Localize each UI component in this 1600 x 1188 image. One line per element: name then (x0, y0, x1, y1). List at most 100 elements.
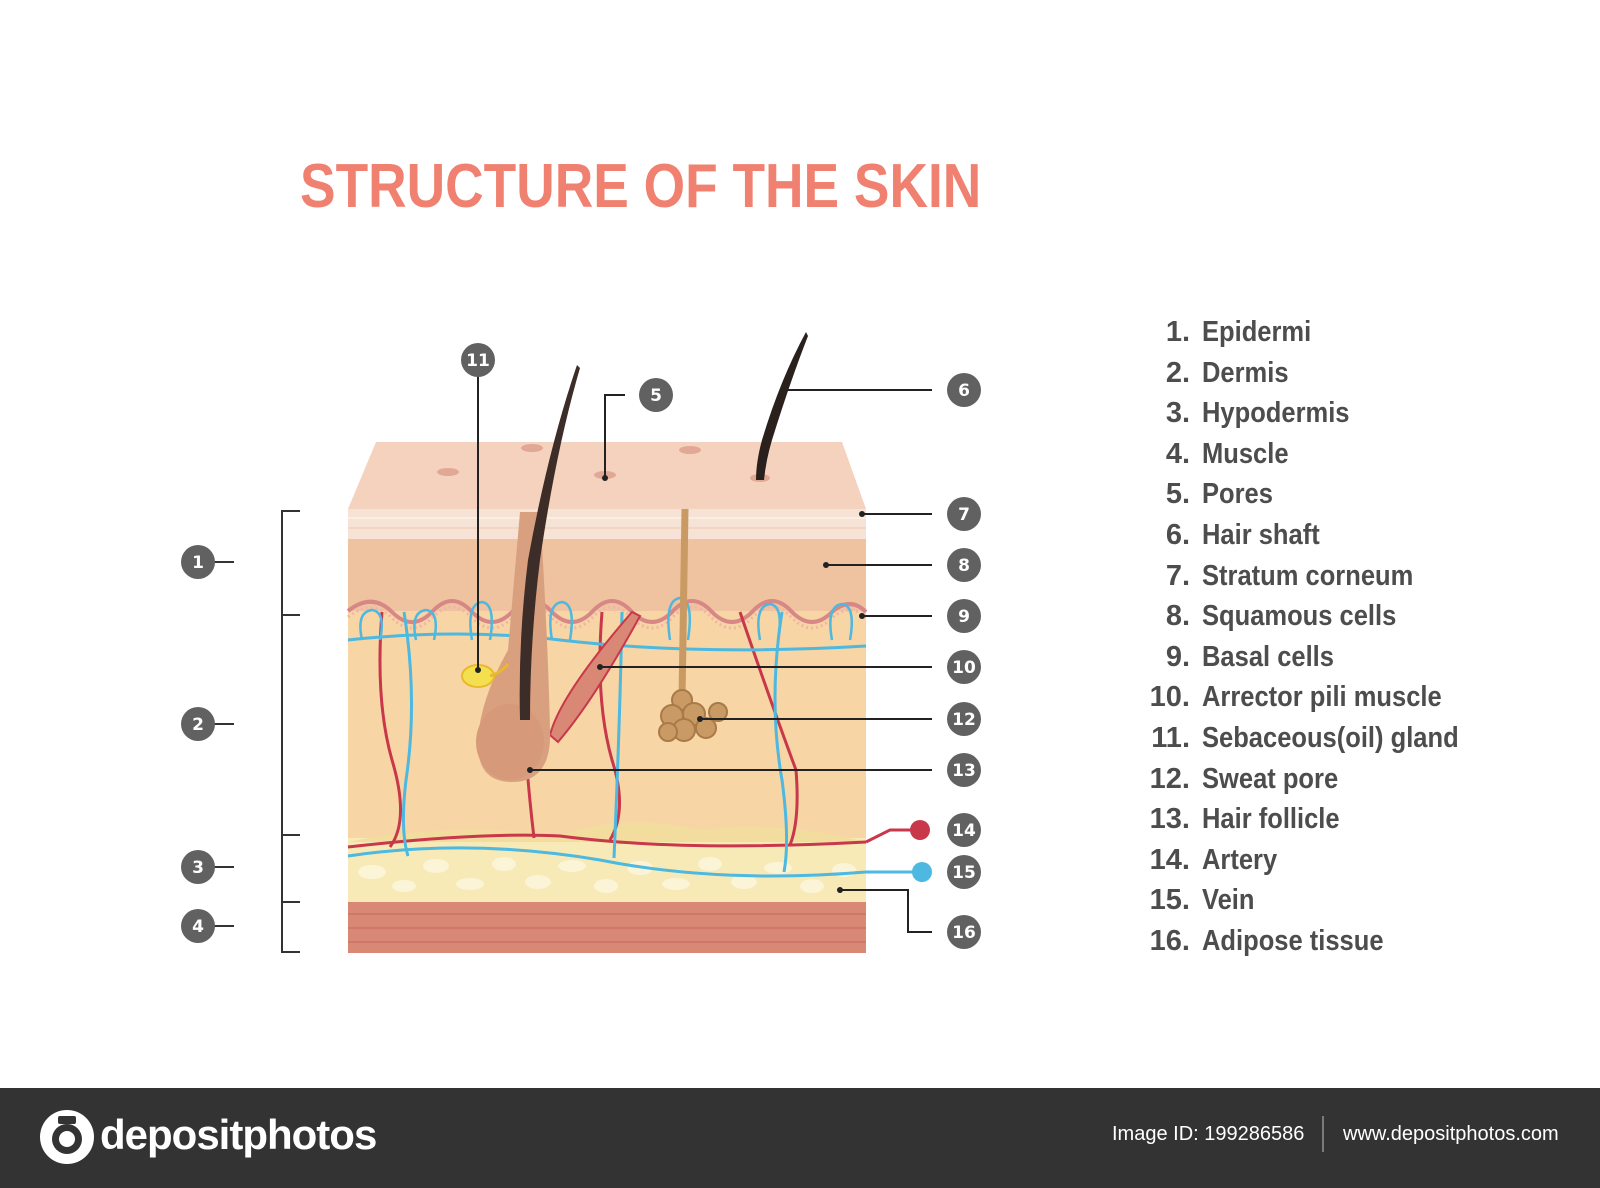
fat-cells (358, 857, 856, 893)
footer-bar: depositphotos Image ID: 199286586 www.de… (0, 1088, 1600, 1188)
marker-12: 12 (947, 702, 981, 736)
leader-lines (477, 376, 932, 933)
marker-label: 5 (650, 386, 662, 406)
marker-13: 13 (947, 753, 981, 787)
hair-shaft (519, 365, 580, 720)
legend-label: Epidermi (1202, 316, 1312, 348)
marker-label: 9 (958, 607, 970, 627)
marker-circle (181, 850, 215, 884)
legend-number: 16. (1149, 924, 1190, 957)
legend-label: Basal cells (1202, 640, 1334, 673)
marker-6: 6 (947, 373, 981, 407)
marker-circle (181, 545, 215, 579)
camera-logo-icon (40, 1110, 94, 1164)
marker-circle (461, 343, 495, 377)
brand-name: depositphotos (100, 1111, 377, 1158)
legend-number: 4. (1165, 437, 1190, 470)
legend-number: 7. (1165, 559, 1190, 592)
legend-number: 12. (1149, 762, 1190, 795)
marker-circle (947, 855, 981, 889)
site-url-link[interactable]: www.depositphotos.com (1343, 1123, 1559, 1145)
marker-15: 15 (947, 855, 981, 889)
marker-11: 11 (461, 343, 495, 377)
footer-divider (1322, 1116, 1324, 1152)
legend-item: 2.Dermis (1140, 353, 1494, 394)
legend-number: 6. (1165, 518, 1190, 551)
marker-label: 16 (952, 923, 976, 943)
legend-item: 10. Arrector pili muscle (1140, 677, 1494, 718)
legend-number: 11. (1151, 721, 1190, 754)
marker-label: 6 (958, 381, 970, 401)
legend-number: 8. (1165, 600, 1190, 633)
legend-label: Squamous cells (1202, 600, 1397, 633)
capillary-loops (359, 596, 853, 641)
legend-label: Stratum corneum (1202, 559, 1414, 592)
legend-item: 8. Squamous cells (1140, 596, 1494, 637)
marker-9: 9 (947, 599, 981, 633)
marker-label: 11 (466, 351, 490, 371)
legend-number: 5. (1165, 478, 1190, 511)
marker-5: 5 (639, 378, 673, 412)
legend-number: 9. (1165, 640, 1190, 673)
artery-vessels (347, 611, 915, 849)
legend-item: 4.Muscle (1140, 434, 1494, 475)
marker-8: 8 (947, 548, 981, 582)
basal-cell-layer (346, 599, 868, 624)
marker-circle (947, 497, 981, 531)
marker-14: 14 (947, 813, 981, 847)
marker-circle (947, 702, 981, 736)
marker-label: 2 (192, 715, 204, 735)
legend-label: Arrector pili muscle (1202, 681, 1442, 714)
marker-circle (947, 373, 981, 407)
marker-circle (947, 753, 981, 787)
legend-label: Artery (1202, 843, 1278, 876)
sweat-gland (658, 689, 728, 742)
legend-label: Hair follicle (1202, 803, 1340, 836)
marker-circle (947, 813, 981, 847)
layer-brackets (214, 510, 300, 953)
artery-end-dot (910, 820, 930, 840)
image-id-text: Image ID: 199286586 (1112, 1123, 1305, 1145)
marker-label: 10 (952, 658, 976, 678)
legend-item: 12. Sweat pore (1140, 759, 1494, 800)
marker-label: 7 (958, 505, 970, 525)
marker-1: 1 (181, 545, 215, 579)
sweat-duct (678, 508, 689, 701)
legend-number: 15. (1149, 884, 1190, 917)
marker-label: 3 (192, 858, 204, 878)
legend-item: 9. Basal cells (1140, 637, 1494, 678)
legend-item: 14. Artery (1140, 840, 1494, 881)
legend-item: 5.Pores (1140, 474, 1494, 515)
legend-label: Hair shaft (1202, 518, 1320, 551)
marker-16: 16 (947, 915, 981, 949)
legend-item: 7. Stratum corneum (1140, 556, 1494, 597)
legend-label: Dermis (1202, 356, 1289, 389)
marker-4: 4 (181, 909, 215, 943)
marker-circle (639, 378, 673, 412)
legend-item: 13. Hair follicle (1140, 799, 1494, 840)
legend-number: 10. (1149, 681, 1190, 714)
vein-end-dot (912, 862, 932, 882)
legend-number: 14. (1149, 843, 1190, 876)
legend-item: 3.Hypodermis (1140, 393, 1494, 434)
marker-7: 7 (947, 497, 981, 531)
legend-item: 6. Hair shaft (1140, 515, 1494, 556)
legend-number: 1. (1165, 316, 1190, 348)
arrector-pili-muscle (548, 610, 642, 744)
squamous-cell-layer (348, 539, 866, 611)
marker-label: 12 (952, 710, 976, 730)
legend-number: 13. (1149, 803, 1190, 836)
legend-label: Vein (1202, 884, 1255, 917)
legend-label: Sebaceous(oil) gland (1202, 721, 1459, 754)
marker-circle (181, 909, 215, 943)
legend-label: Sweat pore (1202, 762, 1339, 795)
vein-vessels (347, 611, 918, 878)
marker-label: 14 (952, 821, 976, 841)
legend-item: 16.Adipose tissue (1140, 921, 1494, 962)
legend-list: 1. Epidermi 2.Dermis 3.Hypodermis 4.Muscl… (1140, 312, 1494, 962)
legend-item: 15. Vein (1140, 880, 1494, 921)
legend-item: 1. Epidermi (1140, 312, 1494, 353)
legend-item: 11. Sebaceous(oil) gland (1140, 718, 1494, 759)
